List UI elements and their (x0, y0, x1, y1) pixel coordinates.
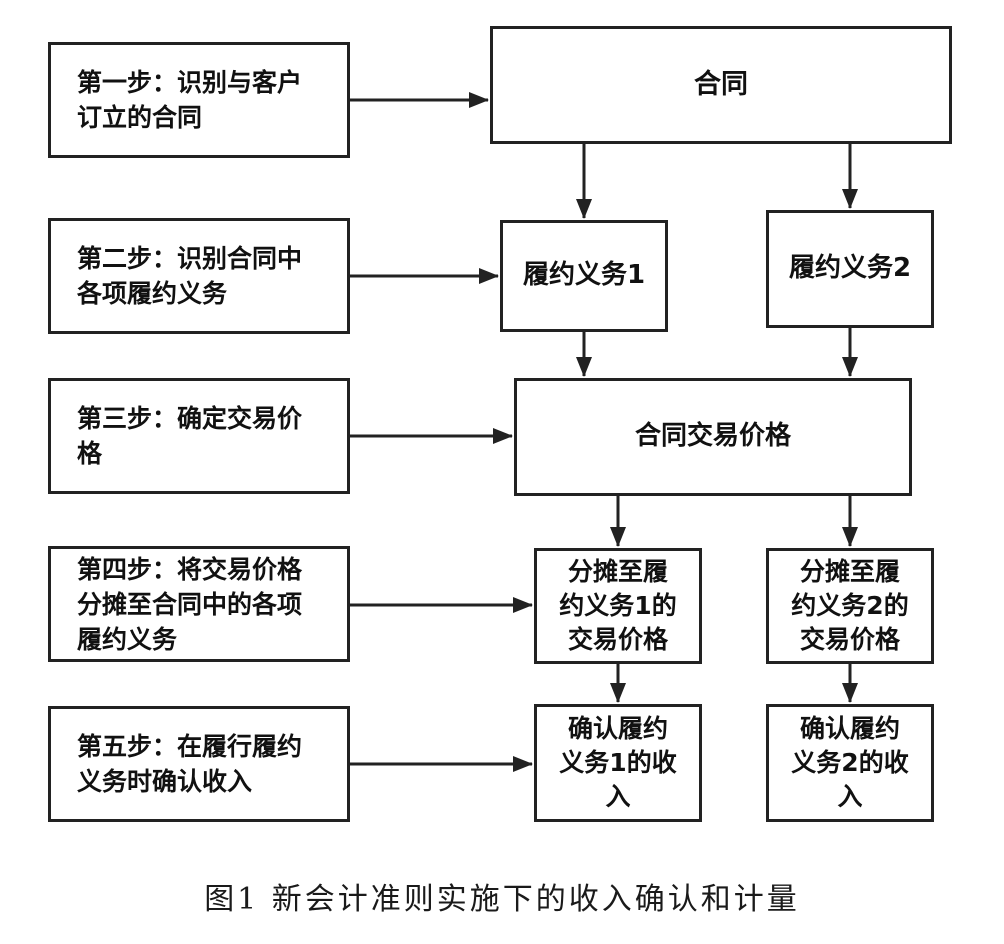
step-5-label: 第五步：在履行履约 义务时确认收入 (77, 732, 303, 796)
obligation-1-box: 履约义务1 (500, 220, 668, 332)
transaction-price-box: 合同交易价格 (514, 378, 912, 496)
recognize-1-box: 确认履约 义务1的收 入 (534, 704, 702, 822)
step-4-label: 第四步：将交易价格 分摊至合同中的各项 履约义务 (77, 554, 303, 654)
step-4-box: 第四步：将交易价格 分摊至合同中的各项 履约义务 (48, 546, 350, 662)
step-5-box: 第五步：在履行履约 义务时确认收入 (48, 706, 350, 822)
step-2-label: 第二步：识别合同中 各项履约义务 (77, 244, 303, 308)
figure-caption: 图1 新会计准则实施下的收入确认和计量 (204, 882, 800, 917)
recognize-2-label: 确认履约 义务2的收 入 (791, 714, 909, 811)
step-1-label: 第一步：识别与客户 订立的合同 (77, 68, 303, 132)
recognize-1-label: 确认履约 义务1的收 入 (559, 714, 677, 811)
recognize-2-box: 确认履约 义务2的收 入 (766, 704, 934, 822)
allocate-2-label: 分摊至履 约义务2的 交易价格 (791, 557, 909, 654)
step-3-label: 第三步：确定交易价 格 (77, 404, 303, 468)
allocate-1-box: 分摊至履 约义务1的 交易价格 (534, 548, 702, 664)
obligation-2-label: 履约义务2 (788, 253, 912, 284)
step-1-box: 第一步：识别与客户 订立的合同 (48, 42, 350, 158)
allocate-2-box: 分摊至履 约义务2的 交易价格 (766, 548, 934, 664)
step-2-box: 第二步：识别合同中 各项履约义务 (48, 218, 350, 334)
allocate-1-label: 分摊至履 约义务1的 交易价格 (559, 557, 677, 654)
contract-box: 合同 (490, 26, 952, 144)
transaction-price-label: 合同交易价格 (634, 421, 791, 452)
step-3-box: 第三步：确定交易价 格 (48, 378, 350, 494)
obligation-1-label: 履约义务1 (522, 260, 646, 291)
obligation-2-box: 履约义务2 (766, 210, 934, 328)
contract-label: 合同 (694, 68, 748, 100)
